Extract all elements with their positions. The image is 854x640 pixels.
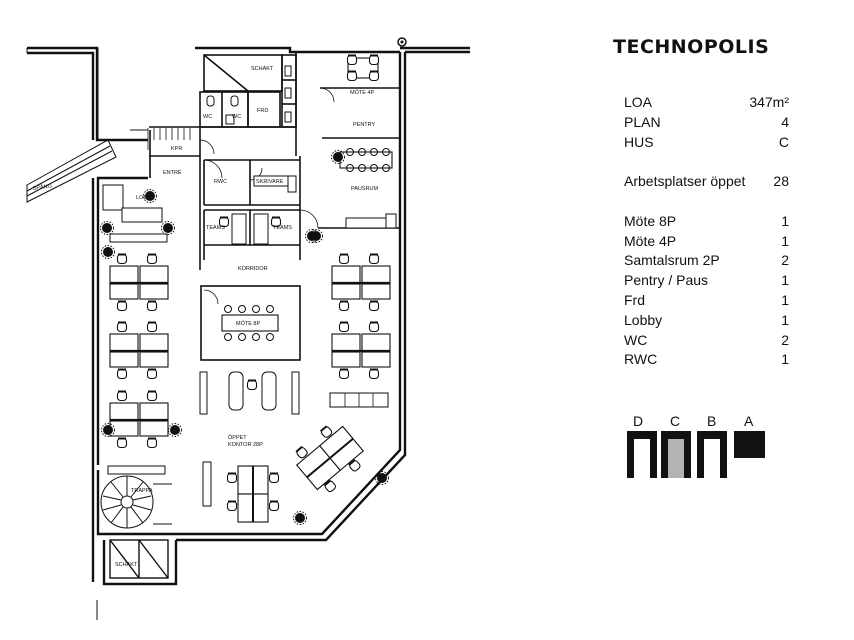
label-kpr: KPR [171,146,182,152]
label-teams2: TEAMS [273,225,292,231]
label-wc1: WC [203,114,212,120]
label-teams1: TEAMS [206,225,225,231]
room-row-mote4p: Möte 4P 1 [624,232,789,252]
summary-label: PLAN [624,113,661,130]
label-schakt-bottom: SCHAKT [115,562,138,568]
label-spang: SPÅNG [32,182,52,192]
key-house-d [627,431,657,478]
room-row-lobby: Lobby 1 [624,311,789,331]
summary-row-hus: HUS C [624,133,789,153]
label-oppet-1: ÖPPET [228,434,247,441]
building-key: D C B A [624,413,774,483]
room-row-wc: WC 2 [624,331,789,351]
label-pentry: PENTRY [353,122,376,128]
room-label: Pentry / Paus [624,272,709,289]
workplaces-label: Arbetsplatser öppet [624,173,746,190]
room-count: 2 [781,252,789,269]
summary-label: LOA [624,94,653,110]
label-frd: FRD [257,108,268,114]
label-wc2: WC [232,114,241,120]
key-house-b [697,431,727,478]
summary-value: 4 [781,113,789,130]
label-mote8p: MÖTE 8P [236,320,260,327]
label-schakt-top: SCHAKT [251,66,274,72]
room-count: 1 [781,232,789,249]
room-label: Lobby [624,311,663,328]
walkway [26,139,117,203]
room-row-mote8p: Möte 8P 1 [624,212,789,232]
room-count: 1 [781,272,789,289]
key-label-d: D [633,413,644,429]
label-mote4p: MÖTE 4P [350,89,374,96]
workplaces-row: Arbetsplatser öppet 28 [624,172,789,192]
label-entre: ENTRÉ [163,169,182,176]
key-house-c [661,431,691,478]
summary-value: 347m² [749,94,789,110]
room-label: Möte 8P [624,212,677,229]
brand-logo: TECHNOPOLIS [613,36,770,58]
room-row-samtalsrum: Samtalsrum 2P 2 [624,251,789,271]
room-row-frd: Frd 1 [624,291,789,311]
key-label-c: C [670,413,681,429]
room-count: 1 [781,351,789,368]
room-count: 1 [781,311,789,328]
key-label-b: B [707,413,717,429]
summary-row-plan: PLAN 4 [624,113,789,133]
room-label: Möte 4P [624,232,677,249]
room-count: 1 [781,212,789,229]
floor-plan: SPÅNG [26,37,470,620]
room-count: 2 [781,331,789,348]
building-key-graphic [627,431,765,478]
room-label: RWC [624,351,658,368]
key-house-a [734,431,765,458]
room-count: 1 [781,291,789,308]
room-row-pentry: Pentry / Paus 1 [624,271,789,291]
summary-label: HUS [624,133,654,150]
key-label-a: A [744,413,754,429]
label-lobby: LOBBY [136,195,155,201]
summary-value: C [778,133,789,150]
label-korridor: KORRIDOR [238,266,268,272]
building-walls [27,46,470,586]
label-rwc: RWC [214,179,227,185]
label-oppet-2: KONTOR 28P [228,442,263,448]
summary-row-loa: LOA 347m² [624,93,789,113]
room-label: Frd [624,291,645,308]
workplaces-value: 28 [773,173,789,190]
label-skrivare: SKRIVARE [256,179,284,185]
room-label: Samtalsrum 2P [624,252,720,269]
staircase [100,465,172,529]
key-house-c-highlight [668,439,684,478]
summary-list: LOA 347m² PLAN 4 HUS C Arbetsplatser öppet 2… [624,93,789,370]
room-label: WC [624,331,648,348]
label-pausrum: PAUSRUM [351,186,379,192]
label-trappa: TRAPPA [131,488,153,494]
room-row-rwc: RWC 1 [624,350,789,370]
